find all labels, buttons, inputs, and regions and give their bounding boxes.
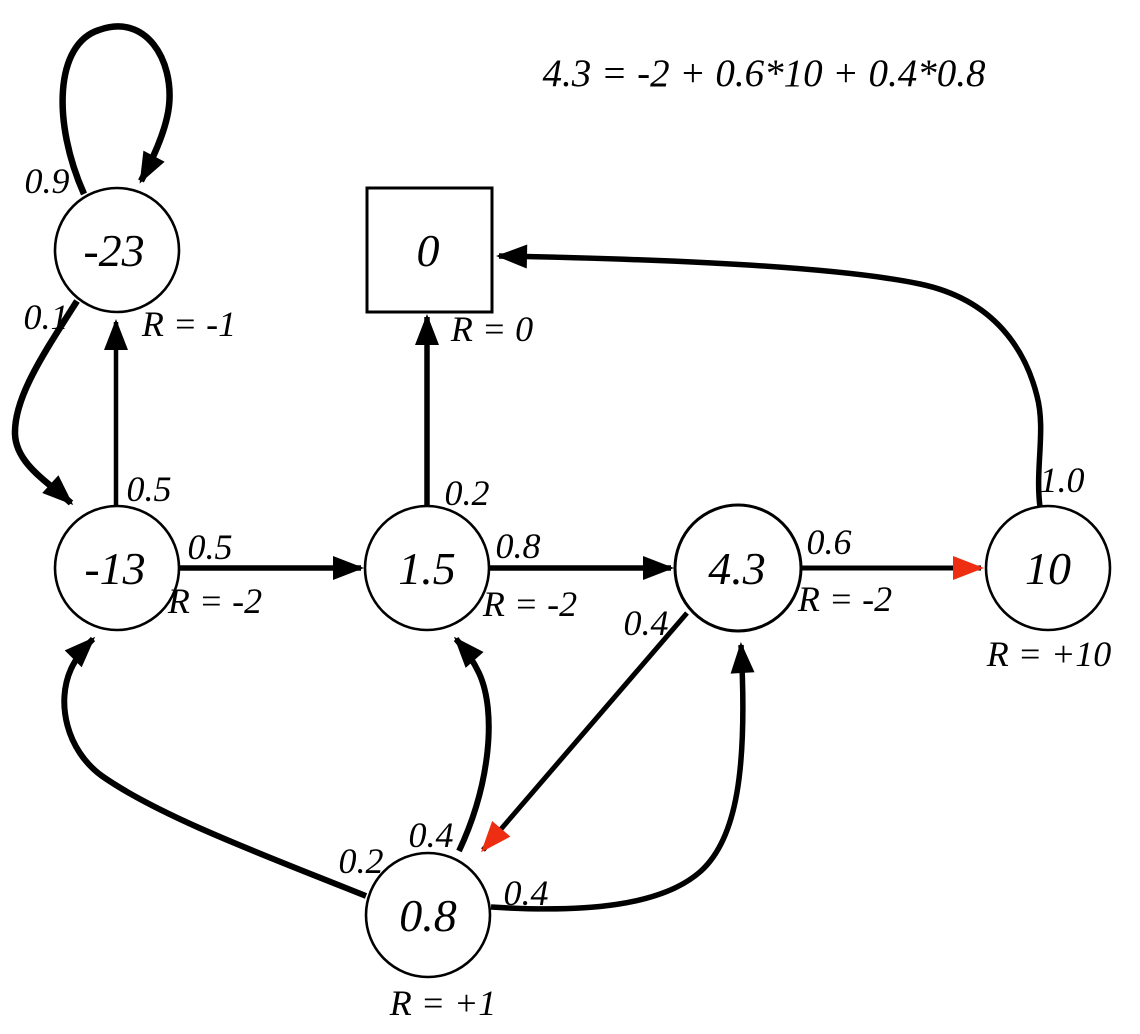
probability-label-0-8-1-5: 0.4 bbox=[409, 815, 454, 855]
reward-label-1-5: R = -2 bbox=[482, 584, 577, 624]
state-node-minus23 bbox=[53, 186, 181, 314]
edge-0-8-to-1-5 bbox=[453, 636, 492, 853]
edge-self-loop-minus23 bbox=[59, 23, 173, 196]
reward-label-4-3: R = -2 bbox=[797, 579, 892, 619]
probability-label-0-8-minus13: 0.2 bbox=[339, 841, 384, 881]
probability-label-10-terminal: 1.0 bbox=[1040, 460, 1085, 500]
edge-10-to-terminal bbox=[496, 244, 1044, 508]
backup-formula: 4.3 = -2 + 0.6*10 + 0.4*0.8 bbox=[543, 52, 986, 95]
state-value-minus13: -13 bbox=[84, 543, 145, 594]
edge-0-8-to-4-3 bbox=[490, 642, 755, 912]
reward-label-10: R = +10 bbox=[986, 634, 1112, 674]
reward-label-minus23: R = -1 bbox=[141, 304, 236, 344]
edge-minus23-to-minus13 bbox=[11, 299, 80, 506]
terminal-state-value: 0 bbox=[417, 225, 440, 276]
state-value-10: 10 bbox=[1025, 543, 1071, 594]
probability-label-self-loop: 0.9 bbox=[25, 161, 70, 201]
probability-label-minus13-1-5: 0.5 bbox=[188, 527, 233, 567]
probability-label-1-5-4-3: 0.8 bbox=[496, 526, 541, 566]
probability-label-4-3-10: 0.6 bbox=[807, 522, 852, 562]
state-node-minus13 bbox=[53, 504, 181, 632]
state-value-1-5: 1.5 bbox=[398, 543, 456, 594]
probability-label-1-5-terminal: 0.2 bbox=[445, 473, 490, 513]
state-value-minus23: -23 bbox=[83, 225, 144, 276]
state-value-4-3: 4.3 bbox=[708, 543, 766, 594]
state-node-0-8 bbox=[364, 851, 492, 979]
probability-label-minus13-minus23: 0.5 bbox=[127, 469, 172, 509]
edge-0-8-to-minus13 bbox=[61, 636, 368, 899]
reward-label-terminal: R = 0 bbox=[450, 309, 533, 349]
reward-label-0-8: R = +1 bbox=[389, 983, 497, 1023]
probability-label-4-3-0-8: 0.4 bbox=[624, 603, 669, 643]
state-node-4-3-highlighted bbox=[673, 503, 803, 633]
edge-4-3-to-0-8-highlighted bbox=[481, 611, 689, 853]
state-node-10 bbox=[984, 504, 1112, 632]
state-node-1-5 bbox=[363, 504, 491, 632]
reward-label-minus13: R = -2 bbox=[167, 581, 262, 621]
terminal-state-node bbox=[365, 186, 494, 314]
state-value-0-8: 0.8 bbox=[399, 890, 457, 941]
probability-label-minus23-minus13: 0.1 bbox=[24, 297, 69, 337]
probability-label-0-8-4-3: 0.4 bbox=[504, 873, 549, 913]
